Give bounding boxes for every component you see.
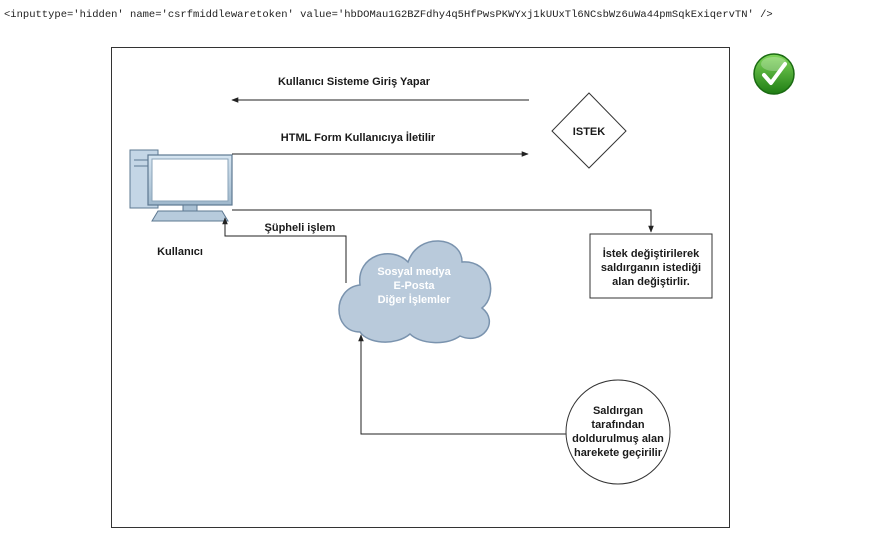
csrf-token-code: <inputtype='hidden' name='csrfmiddleware… xyxy=(4,9,773,21)
request-modified-box xyxy=(589,233,713,299)
request-label: ISTEK xyxy=(573,126,605,138)
arrow-to-box xyxy=(232,209,654,233)
box-line: İstek değiştirilerek xyxy=(603,247,700,260)
cloud-line: Sosyal medya xyxy=(377,266,451,278)
cloud-line: Diğer İşlemler xyxy=(378,293,451,306)
arrow-suspicious-label: Şüpheli işlem xyxy=(265,222,336,234)
user-label: Kullanıcı xyxy=(157,246,203,258)
arrow-login-label: Kullanıcı Sisteme Giriş Yapar xyxy=(278,76,431,88)
circle-line: tarafından xyxy=(591,419,644,431)
cloud-shape xyxy=(338,240,492,344)
check-icon xyxy=(753,53,795,95)
arrow-attacker xyxy=(358,334,566,435)
box-line: alan değiştirlir. xyxy=(612,276,690,288)
circle-line: Saldırgan xyxy=(593,405,643,417)
box-line: saldırganın istediği xyxy=(601,262,701,274)
circle-line: harekete geçirilir xyxy=(574,447,663,459)
computer-icon xyxy=(129,149,233,222)
attacker-circle xyxy=(565,379,671,485)
cloud-line: E-Posta xyxy=(394,280,436,292)
arrow-suspicious xyxy=(222,217,347,283)
circle-line: doldurulmuş alan xyxy=(572,433,664,445)
arrow-form-label: HTML Form Kullanıcıya İletilir xyxy=(281,131,436,144)
request-diamond xyxy=(551,92,627,169)
